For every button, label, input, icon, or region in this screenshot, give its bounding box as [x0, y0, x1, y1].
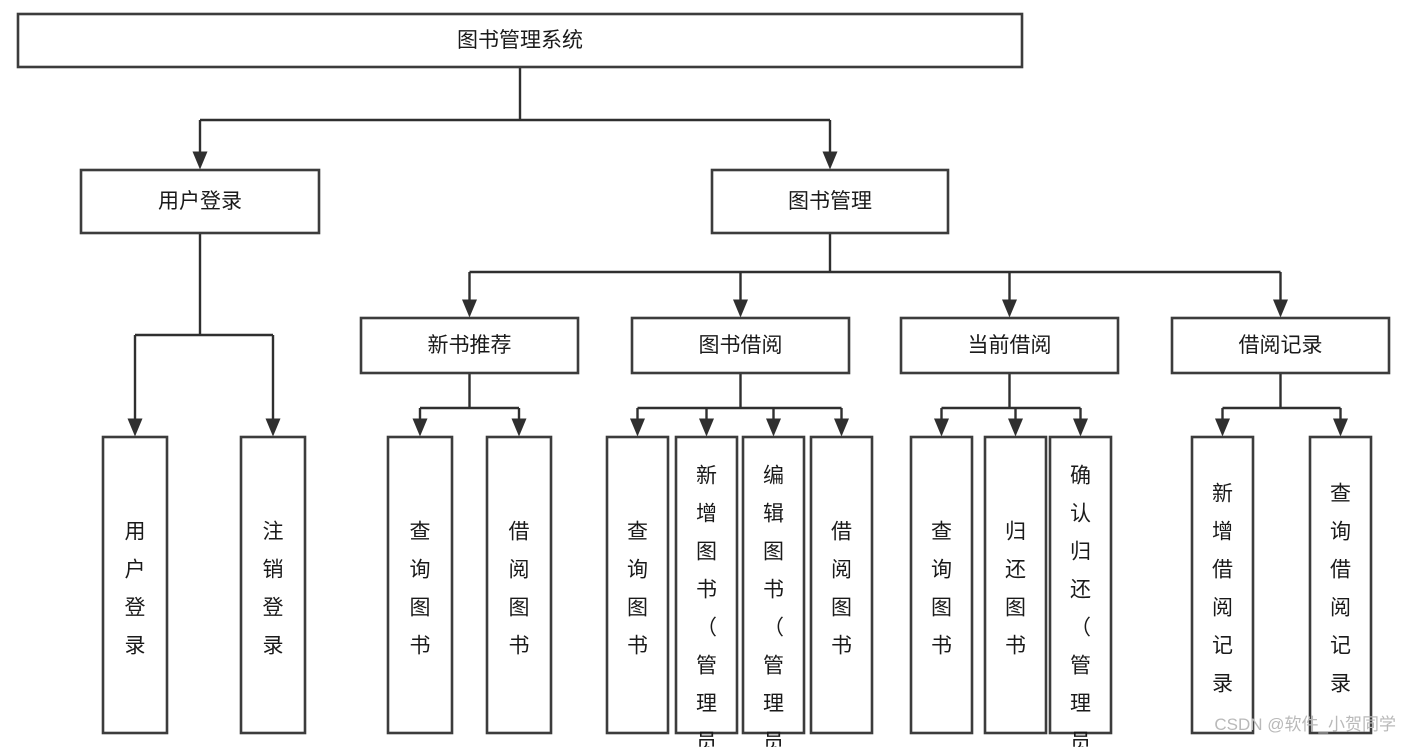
node-level2-borrow-record-label: 借阅记录 — [1239, 334, 1323, 357]
node-level3-leaf-borrow-book-1-label: 借阅图书 — [509, 521, 530, 658]
node-level3-leaf-logout[interactable]: 注销登录 — [239, 435, 307, 735]
node-level3-leaf-return-book-label: 归还图书 — [1005, 521, 1026, 658]
arrow-head-leaf-edit-book — [766, 418, 781, 437]
node-level3-leaf-confirm-return-box — [1048, 435, 1113, 735]
node-level3-leaf-query-book-1-box — [386, 435, 454, 735]
node-level3-leaf-add-record[interactable]: 新增借阅记录 — [1190, 435, 1255, 735]
node-level2-book-borrow-label: 图书借阅 — [699, 334, 783, 357]
node-level3-leaf-query-book-2-label: 查询图书 — [627, 521, 648, 658]
node-level1-user-login-box — [79, 168, 321, 235]
node-level3-leaf-query-record-label: 查询借阅记录 — [1330, 483, 1351, 696]
arrow-head-leaf-return-book — [1008, 418, 1023, 437]
node-level1-book-manage-label: 图书管理 — [788, 190, 872, 213]
node-level3-leaf-query-book-2-box — [605, 435, 670, 735]
arrow-head-leaf-query-record — [1333, 418, 1348, 437]
node-level1-book-manage-box — [710, 168, 950, 235]
node-level3-leaf-query-book-1-label: 查询图书 — [410, 521, 431, 658]
node-root-root-box — [16, 12, 1024, 69]
arrow-head-leaf-query-book-2 — [630, 418, 645, 437]
node-level3-leaf-return-book[interactable]: 归还图书 — [983, 435, 1048, 735]
node-level3-leaf-add-record-box — [1190, 435, 1255, 735]
node-level3-leaf-user-login[interactable]: 用户登录 — [101, 435, 169, 735]
node-level3-leaf-query-book-2[interactable]: 查询图书 — [605, 435, 670, 735]
node-level2-new-book-recommend-label: 新书推荐 — [428, 334, 512, 357]
arrow-head-new-book-recommend — [462, 299, 477, 318]
node-level3-leaf-query-book-3-label: 查询图书 — [931, 521, 952, 658]
node-level3-leaf-borrow-book-2-box — [809, 435, 874, 735]
arrow-head-leaf-add-book — [699, 418, 714, 437]
arrow-head-leaf-logout — [265, 418, 281, 437]
node-level2-new-book-recommend-box — [359, 316, 580, 375]
arrow-head-leaf-user-login — [127, 418, 143, 437]
node-level2-book-borrow-box — [630, 316, 851, 375]
node-level3-leaf-user-login-box — [101, 435, 169, 735]
node-level3-leaf-borrow-book-2[interactable]: 借阅图书 — [809, 435, 874, 735]
node-level3-leaf-query-book-3-box — [909, 435, 974, 735]
node-level3-leaf-edit-book-box — [741, 435, 806, 735]
node-level2-borrow-record-box — [1170, 316, 1391, 375]
arrow-head-leaf-borrow-book-2 — [834, 418, 849, 437]
arrow-head-current-borrow — [1002, 299, 1017, 318]
node-level3-leaf-edit-book[interactable]: 编辑图书（管理员） — [741, 435, 806, 747]
node-level3-leaf-return-book-box — [983, 435, 1048, 735]
node-level1-book-manage[interactable]: 图书管理 — [710, 168, 950, 235]
arrow-head-user-login — [192, 151, 208, 170]
node-layer: 图书管理系统用户登录图书管理新书推荐图书借阅当前借阅借阅记录用户登录注销登录查询… — [16, 12, 1391, 747]
node-level3-leaf-confirm-return[interactable]: 确认归还（管理员） — [1048, 435, 1113, 747]
node-level3-leaf-add-record-label: 新增借阅记录 — [1212, 483, 1233, 696]
node-level3-leaf-logout-label: 注销登录 — [263, 521, 284, 658]
node-level2-borrow-record[interactable]: 借阅记录 — [1170, 316, 1391, 375]
arrow-head-borrow-record — [1273, 299, 1288, 318]
node-level1-user-login-label: 用户登录 — [158, 190, 242, 213]
node-level2-current-borrow-label: 当前借阅 — [968, 334, 1052, 357]
arrow-head-leaf-add-record — [1215, 418, 1230, 437]
node-level1-user-login[interactable]: 用户登录 — [79, 168, 321, 235]
node-level3-leaf-query-record-box — [1308, 435, 1373, 735]
arrow-head-book-borrow — [733, 299, 748, 318]
node-level2-book-borrow[interactable]: 图书借阅 — [630, 316, 851, 375]
node-level3-leaf-query-book-3[interactable]: 查询图书 — [909, 435, 974, 735]
node-root-root[interactable]: 图书管理系统 — [16, 12, 1024, 69]
arrow-head-book-manage — [822, 151, 838, 170]
node-level3-leaf-edit-book-label: 编辑图书（管理员） — [763, 465, 784, 747]
node-level3-leaf-add-book[interactable]: 新增图书（管理员） — [674, 435, 739, 747]
arrow-head-leaf-confirm-return — [1073, 418, 1088, 437]
node-level3-leaf-logout-box — [239, 435, 307, 735]
node-level3-leaf-borrow-book-2-label: 借阅图书 — [831, 521, 852, 658]
node-level3-leaf-add-book-box — [674, 435, 739, 735]
arrow-head-leaf-query-book-3 — [934, 418, 949, 437]
node-level2-new-book-recommend[interactable]: 新书推荐 — [359, 316, 580, 375]
node-level2-current-borrow-box — [899, 316, 1120, 375]
node-level3-leaf-add-book-label: 新增图书（管理员） — [696, 465, 717, 747]
arrow-head-leaf-query-book-1 — [412, 418, 428, 437]
node-level3-leaf-borrow-book-1[interactable]: 借阅图书 — [485, 435, 553, 735]
arrow-head-leaf-borrow-book-1 — [511, 418, 527, 437]
node-level3-leaf-query-record[interactable]: 查询借阅记录 — [1308, 435, 1373, 735]
node-level3-leaf-query-book-1[interactable]: 查询图书 — [386, 435, 454, 735]
csdn-watermark: CSDN @软件_小贺同学 — [1214, 715, 1396, 734]
node-level2-current-borrow[interactable]: 当前借阅 — [899, 316, 1120, 375]
node-level3-leaf-borrow-book-1-box — [485, 435, 553, 735]
connector-layer — [127, 67, 1348, 437]
node-level3-leaf-confirm-return-label: 确认归还（管理员） — [1070, 465, 1091, 747]
node-level3-leaf-user-login-label: 用户登录 — [125, 521, 146, 658]
node-root-root-label: 图书管理系统 — [457, 29, 583, 52]
